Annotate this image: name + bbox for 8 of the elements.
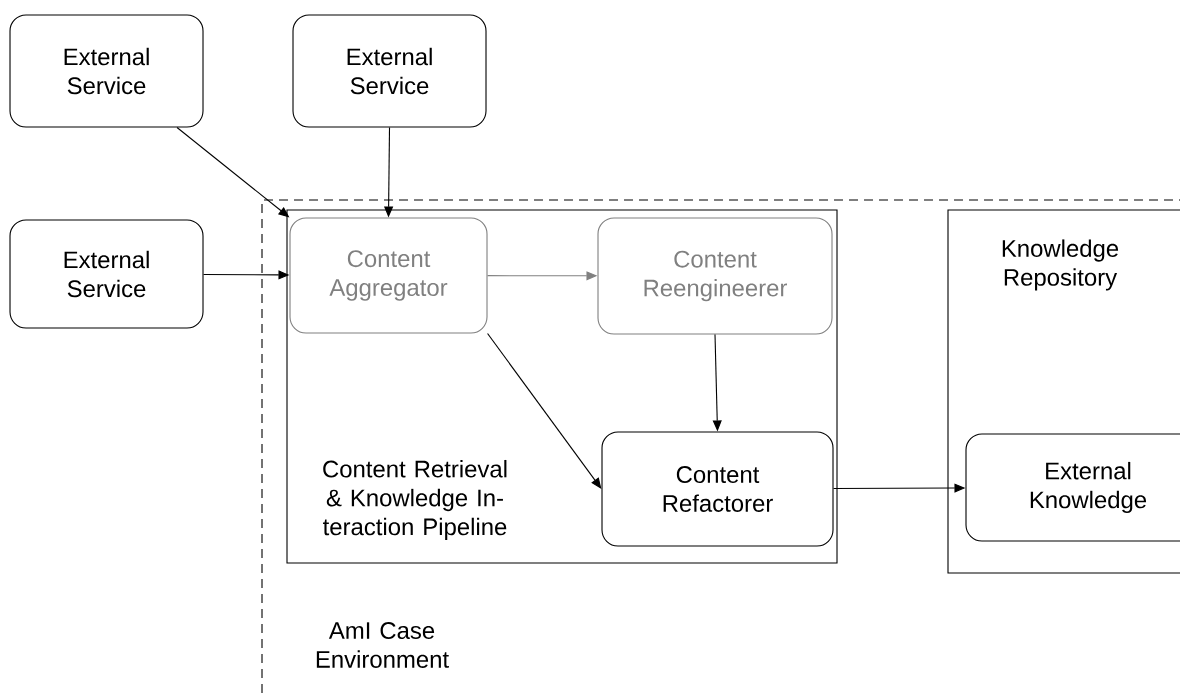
arrow	[487, 333, 602, 489]
process-box: External Service	[9, 219, 204, 329]
process-box: Content Refactorer	[601, 431, 834, 547]
process-box: External Knowledge	[965, 433, 1180, 542]
process-box: External Service	[9, 14, 204, 128]
process-box: Content Aggregator	[289, 217, 488, 334]
process-box: Content Reengineerer	[597, 217, 833, 335]
process-box: External Service	[292, 14, 487, 128]
